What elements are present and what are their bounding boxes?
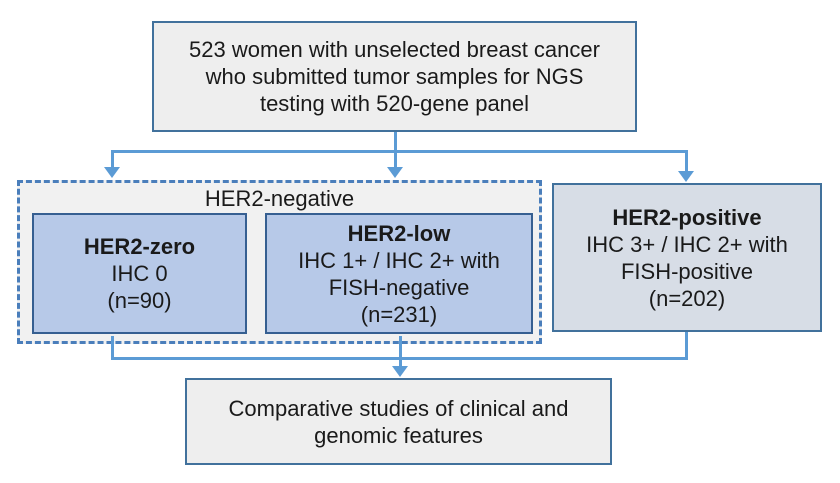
connector-left-up xyxy=(111,336,114,359)
connector-split-line xyxy=(111,150,688,153)
comparative-line: genomic features xyxy=(314,422,483,448)
connector-right-drop xyxy=(685,150,688,172)
arrow-down-icon xyxy=(678,171,694,182)
cohort-box: 523 women with unselected breast cancer … xyxy=(152,21,637,132)
her2-positive-box: HER2-positive IHC 3+ / IHC 2+ with FISH-… xyxy=(552,183,822,332)
connector-center-drop xyxy=(394,150,397,168)
her2-positive-line: IHC 3+ / IHC 2+ with xyxy=(586,231,788,257)
her2-low-line: FISH-negative xyxy=(328,274,470,300)
comparative-line: Comparative studies of clinical and xyxy=(228,395,569,421)
comparative-studies-box: Comparative studies of clinical and geno… xyxy=(185,378,612,465)
her2-positive-line: FISH-positive xyxy=(620,258,754,284)
her2-zero-title: HER2-zero xyxy=(83,234,196,259)
her2-low-title: HER2-low xyxy=(347,220,451,246)
her2-positive-line: (n=202) xyxy=(648,285,726,311)
arrow-down-icon xyxy=(392,366,408,377)
her2-positive-title: HER2-positive xyxy=(612,204,762,230)
cohort-line: testing with 520-gene panel xyxy=(259,91,530,116)
arrow-down-icon xyxy=(104,167,120,178)
connector-top-stub xyxy=(394,132,397,153)
her2-low-line: (n=231) xyxy=(360,301,438,327)
cohort-line: who submitted tumor samples for NGS xyxy=(205,64,584,89)
her2-low-line: IHC 1+ / IHC 2+ with xyxy=(298,247,500,273)
her2-zero-line: IHC 0 xyxy=(111,261,168,286)
her2-zero-box: HER2-zero IHC 0 (n=90) xyxy=(32,213,247,334)
arrow-down-icon xyxy=(387,167,403,178)
connector-center-down xyxy=(399,336,402,367)
her2-low-box: HER2-low IHC 1+ / IHC 2+ with FISH-negat… xyxy=(265,213,533,334)
connector-right-up xyxy=(685,332,688,359)
her2-zero-line: (n=90) xyxy=(107,288,172,313)
cohort-line: 523 women with unselected breast cancer xyxy=(189,37,600,62)
her2-negative-group-label: HER2-negative xyxy=(204,186,355,211)
connector-left-drop xyxy=(111,150,114,168)
